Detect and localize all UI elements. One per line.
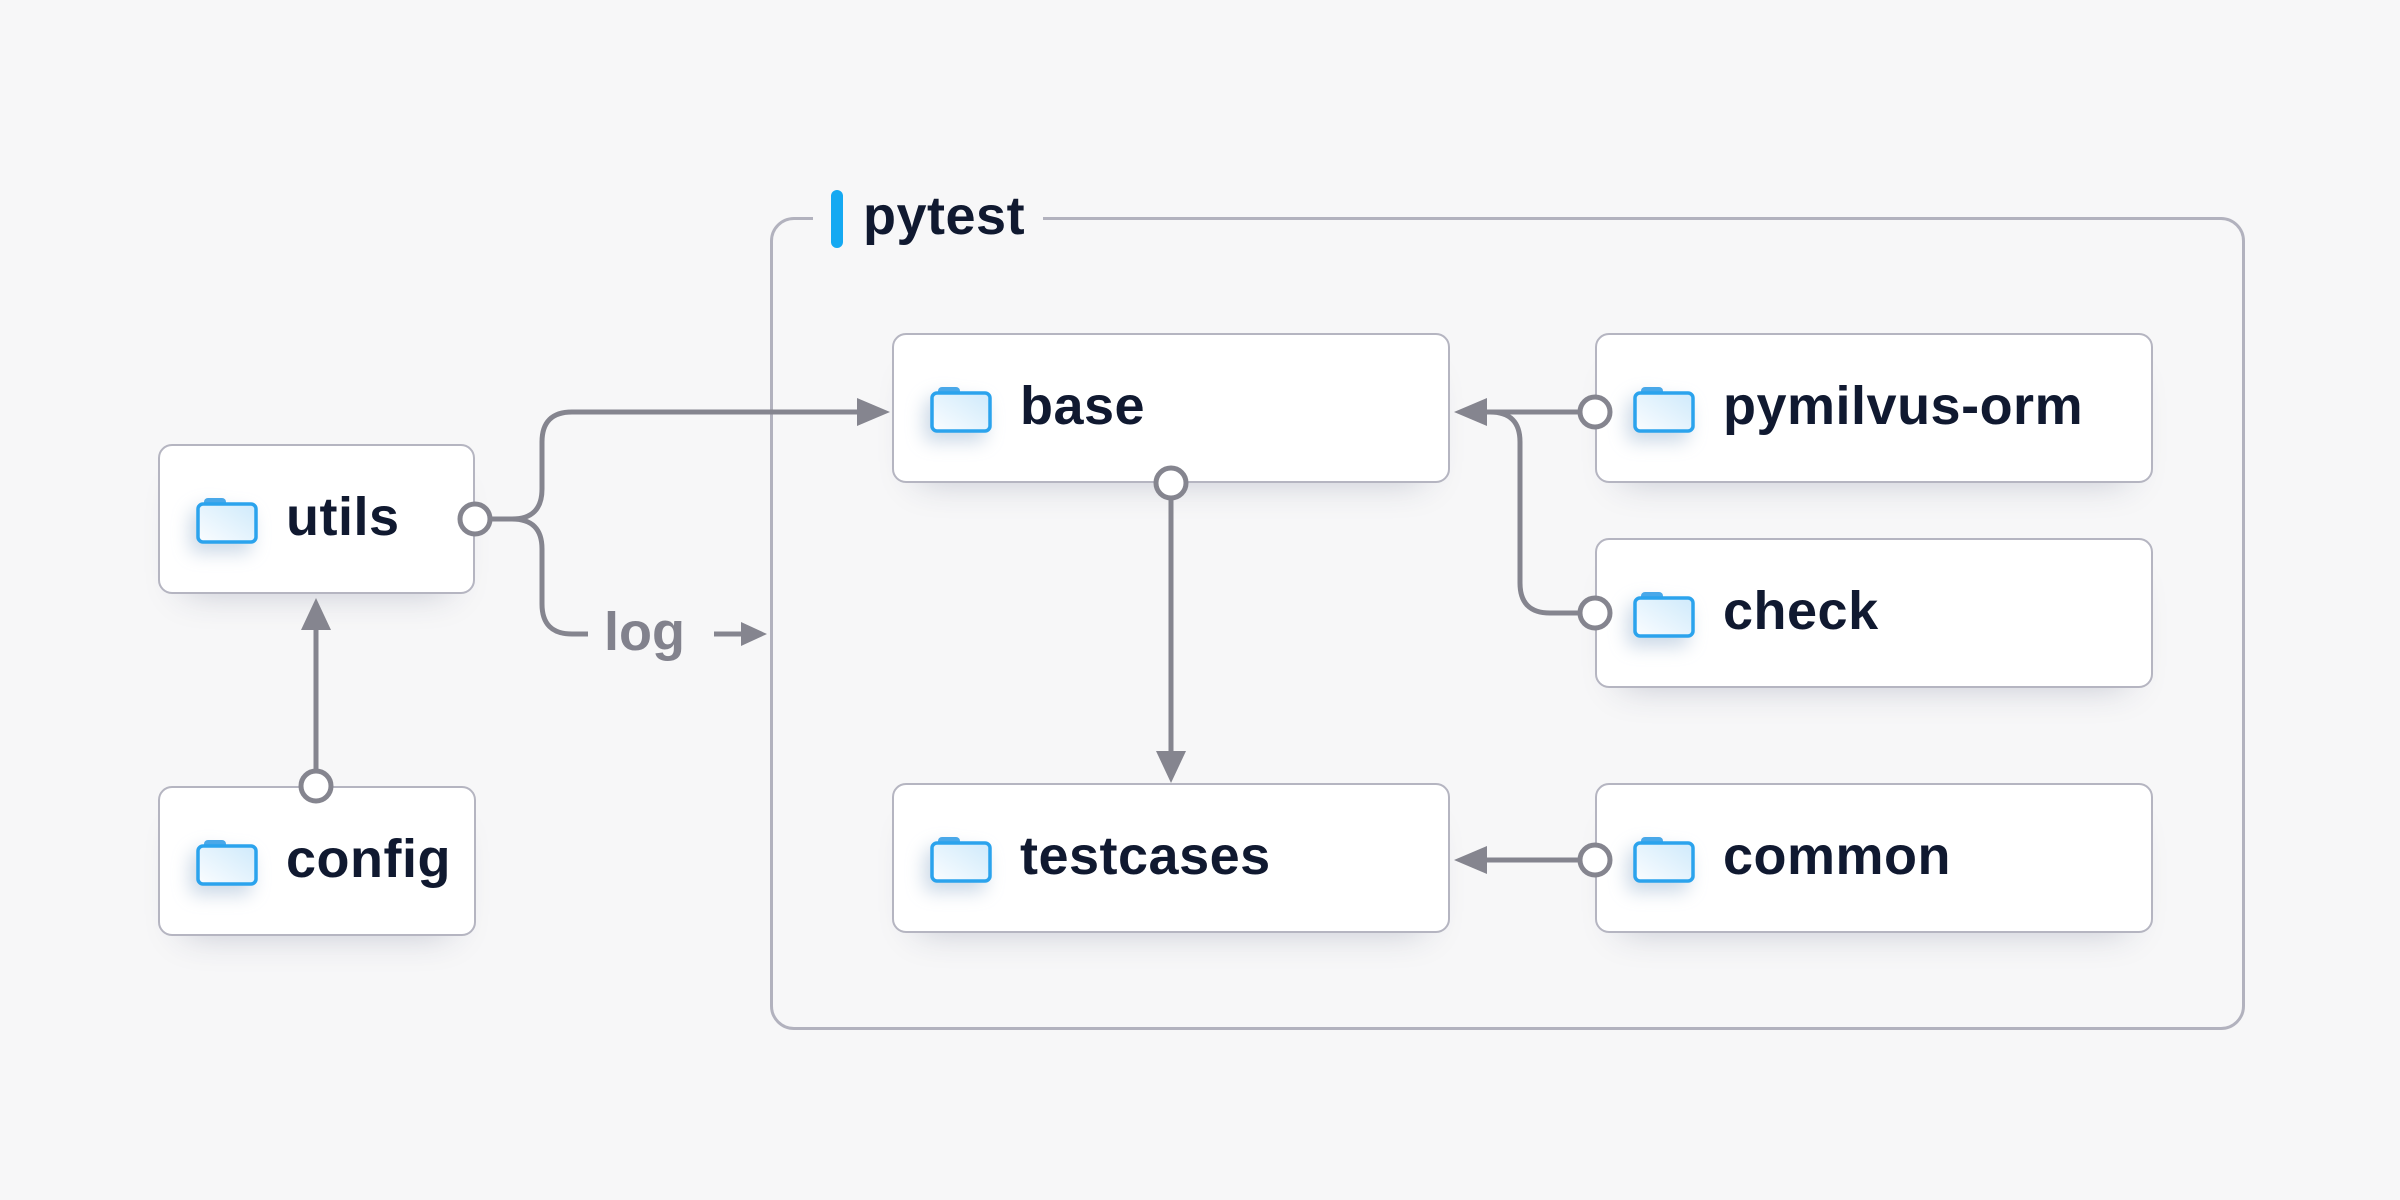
folder-icon — [1633, 592, 1695, 638]
arrowhead-icon — [301, 598, 331, 630]
edge-config-utils — [298, 598, 334, 804]
node-label: pymilvus-orm — [1723, 376, 2084, 436]
node-label: utils — [286, 487, 400, 547]
folder-icon — [1633, 837, 1695, 883]
node-label: base — [1020, 376, 1146, 436]
node-check: check — [1595, 538, 2153, 688]
folder-icon — [1633, 387, 1695, 433]
edge-label-log: log — [604, 602, 685, 662]
pytest-group-label-text: pytest — [863, 186, 1026, 246]
node-label: common — [1723, 826, 1952, 886]
node-testcases: testcases — [892, 783, 1450, 933]
folder-icon — [930, 837, 992, 883]
pytest-group-label: pytest — [813, 186, 1044, 250]
node-label: config — [286, 829, 451, 889]
pytest-group: pytest — [770, 188, 2245, 1030]
node-base: base — [892, 333, 1450, 483]
node-label: testcases — [1020, 826, 1271, 886]
node-utils: utils — [158, 444, 475, 594]
edge-log-pytest — [714, 622, 767, 646]
node-pymilvus-orm: pymilvus-orm — [1595, 333, 2153, 483]
arrowhead-icon — [741, 622, 767, 646]
folder-icon — [196, 498, 258, 544]
node-config: config — [158, 786, 476, 936]
accent-bar-icon — [831, 190, 843, 248]
folder-icon — [196, 840, 258, 886]
node-label: check — [1723, 581, 1879, 641]
node-common: common — [1595, 783, 2153, 933]
folder-icon — [930, 387, 992, 433]
